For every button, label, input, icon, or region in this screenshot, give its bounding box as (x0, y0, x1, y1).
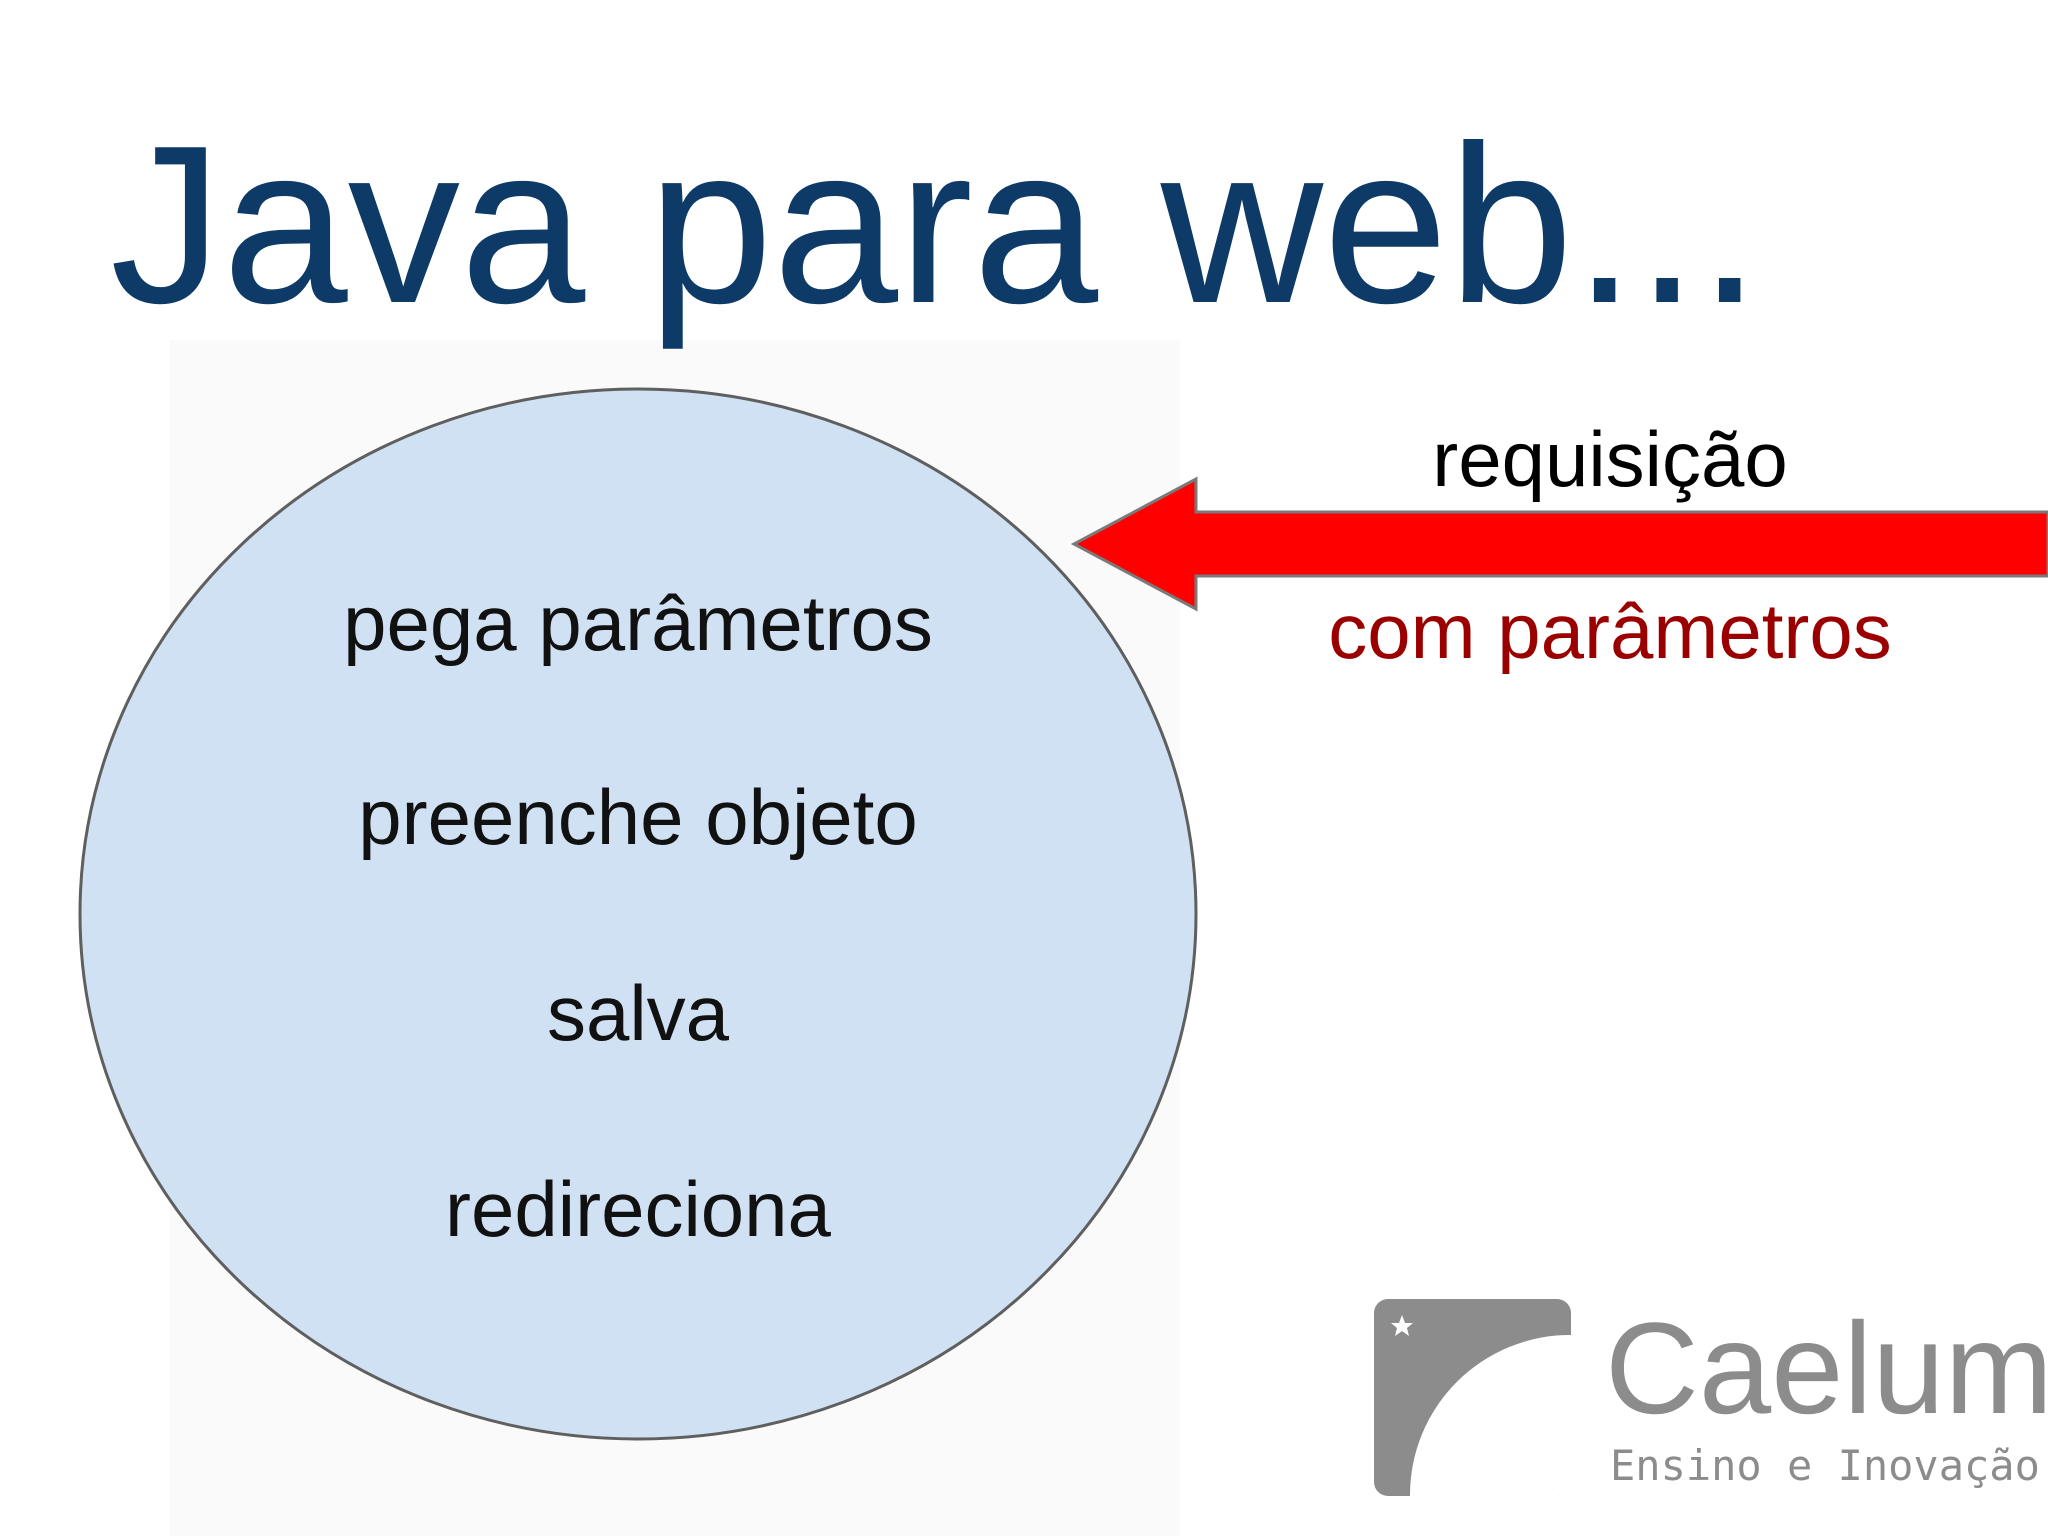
star-icon (1391, 1315, 1413, 1336)
step-redireciona: redireciona (445, 1165, 831, 1253)
logo-tagline: Ensino e Inovação (1610, 1441, 2040, 1490)
step-salva: salva (546, 969, 730, 1057)
arrow-label-com-parametros: com parâmetros (1328, 587, 1892, 675)
slide-title: Java para web... (110, 98, 1761, 350)
step-preenche-objeto: preenche objeto (358, 773, 918, 861)
logo-mark (1374, 1299, 1571, 1496)
caelum-logo: Caelum Ensino e Inovação (1370, 1295, 2048, 1505)
logo-name: Caelum (1605, 1295, 2048, 1441)
process-circle (78, 387, 1198, 1441)
request-arrow (1070, 476, 2048, 612)
arrow-label-requisicao: requisição (1432, 415, 1788, 503)
step-pega-parametros: pega parâmetros (343, 579, 933, 667)
